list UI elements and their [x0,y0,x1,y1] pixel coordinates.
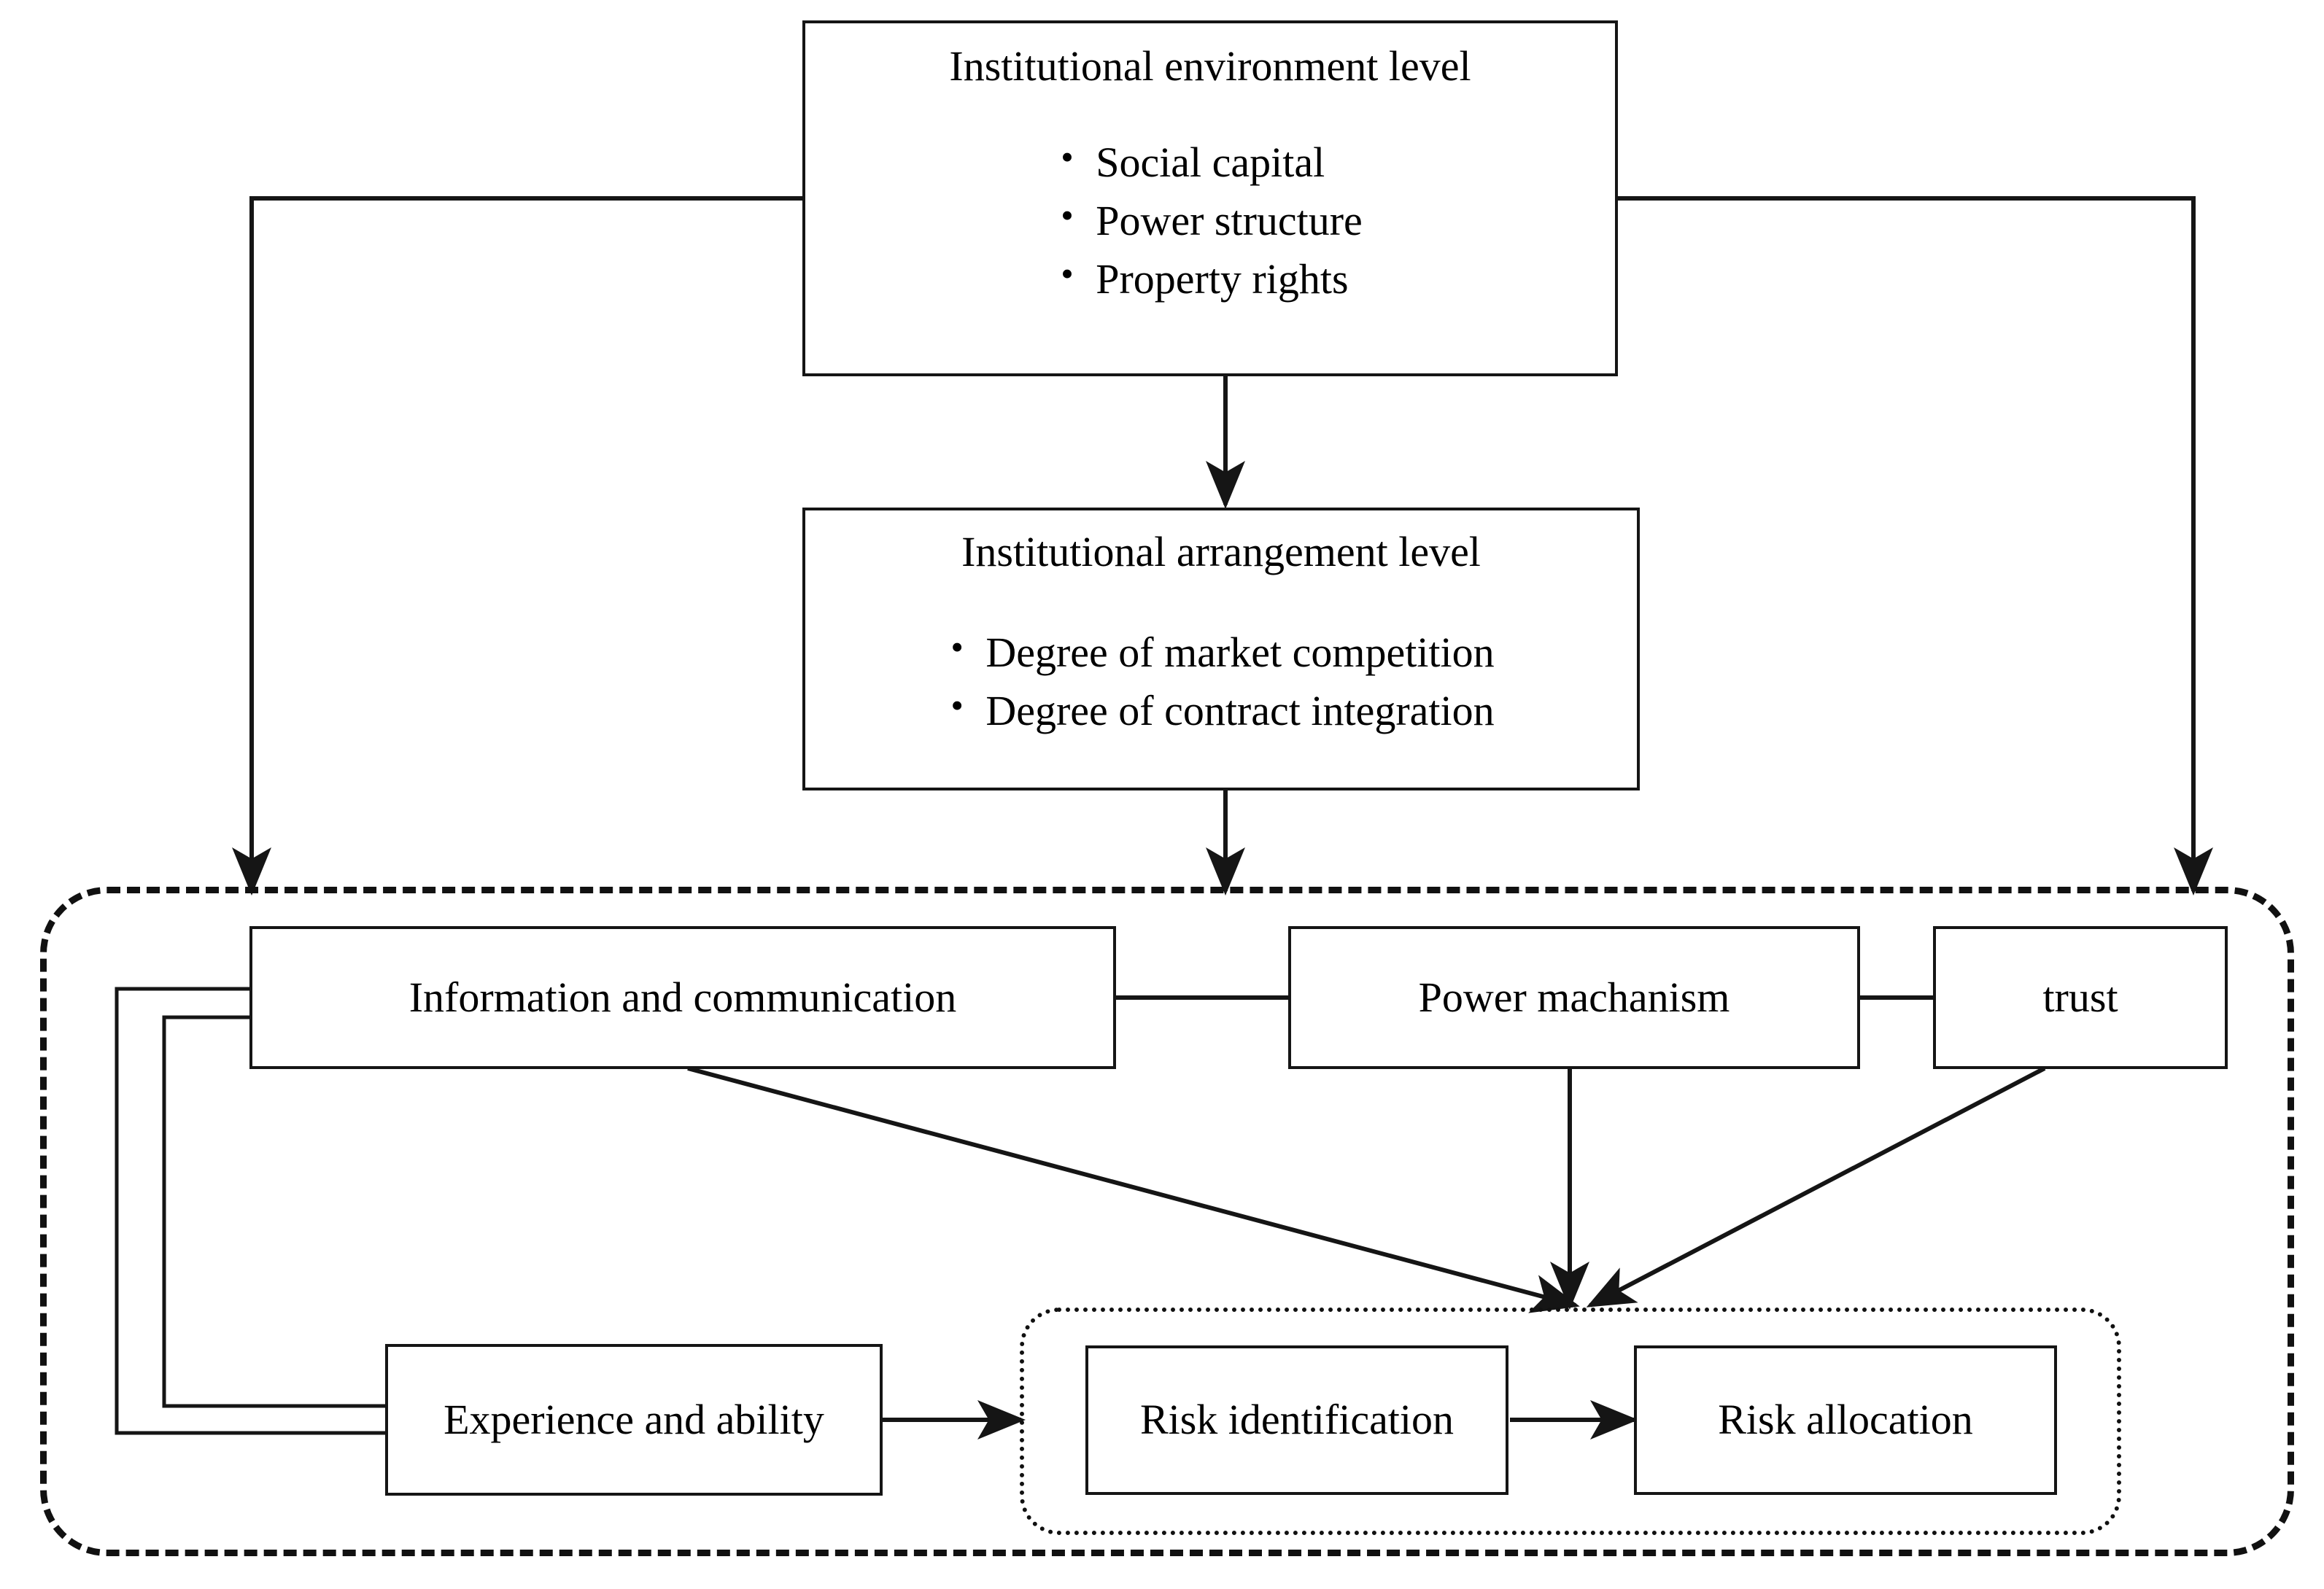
node-information-and-communication[interactable]: Information and communication [249,926,1116,1069]
edge-information-to-experience-inner [162,1015,387,1408]
edge-information-to-risk-zone [687,1066,1580,1313]
trust-label: trust [2042,973,2118,1021]
node-institutional-environment-level[interactable]: Institutional environment level Social c… [802,20,1618,376]
bullet-property-rights: Property rights [1058,249,1363,308]
bullet-social-capital: Social capital [1058,132,1363,192]
edge-environment-to-zone-left [232,196,802,895]
power-machanism-label: Power machanism [1418,973,1730,1021]
institutional-arrangement-title: Institutional arrangement level [961,528,1481,575]
outer-dashed-container [40,887,2294,1556]
node-risk-allocation[interactable]: Risk allocation [1634,1345,2057,1495]
edge-environment-to-zone-right [1616,196,2213,895]
node-power-machanism[interactable]: Power machanism [1288,926,1860,1069]
node-experience-and-ability[interactable]: Experience and ability [385,1344,883,1496]
edge-trust-to-risk-zone [1586,1066,2046,1308]
bullet-power-structure: Power structure [1058,190,1363,250]
node-institutional-arrangement-level[interactable]: Institutional arrangement level Degree o… [802,508,1640,790]
edge-information-to-experience-outer [115,987,387,1435]
information-and-communication-label: Information and communication [408,973,957,1021]
bullet-degree-contract-integration: Degree of contract integration [948,680,1494,740]
experience-and-ability-label: Experience and ability [444,1395,824,1443]
node-trust[interactable]: trust [1933,926,2228,1069]
bullet-degree-market-competition: Degree of market competition [948,622,1494,682]
inner-dotted-container [1020,1308,2121,1535]
risk-identification-label: Risk identification [1139,1396,1455,1444]
institutional-environment-bullets: Social capital Power structure Property … [1058,132,1363,308]
risk-allocation-label: Risk allocation [1718,1396,1973,1444]
institutional-arrangement-bullets: Degree of market competition Degree of c… [948,622,1494,740]
node-risk-identification[interactable]: Risk identification [1085,1345,1508,1495]
institutional-environment-title: Institutional environment level [949,42,1471,90]
